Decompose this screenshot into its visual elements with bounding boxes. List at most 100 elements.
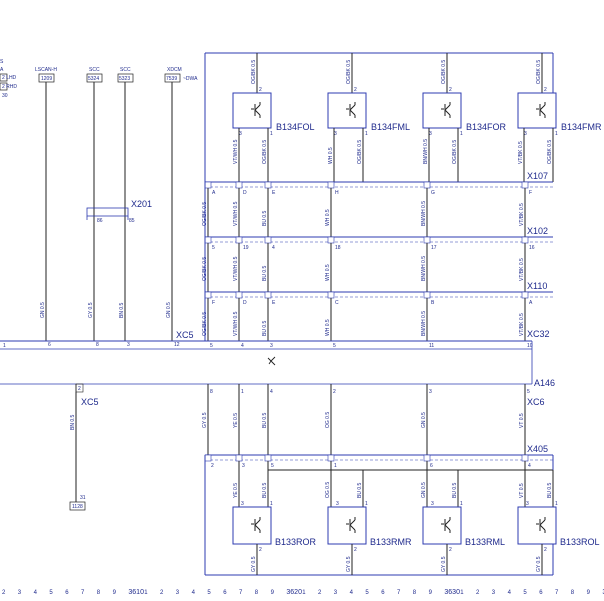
signal-header-scc-a: SCC 5324 GY 0.5 8 [86,67,103,348]
wire-label: BN 0.5 [119,302,125,318]
pin-label: E [272,300,276,306]
xc5-bottom-pin: 2 [78,386,81,392]
pin-label: 4 [272,245,275,251]
ruler-mark: 8 [255,590,259,596]
pin-label: 2 [354,547,357,553]
wire-label: VT/BK 0.5 [519,313,525,336]
top-left-notes: S A 2 LHD 2 RHD 30 [0,59,17,99]
wire-label: OG/BK 0.5 [452,140,458,164]
signal-header-xdcm: XDCM 7539 ~DWA GN 0.5 12 [164,67,198,348]
pin-label: F [529,190,532,196]
pin-label: D [243,190,247,196]
ruler-mark: 9 [113,590,117,596]
ruler-mark: 4 [34,590,38,596]
ruler-mark: 3610 [128,589,144,596]
wire-label: OG/BK 0.5 [346,60,352,84]
ruler-mark: 2 [2,590,6,596]
signal-name: XDCM [167,67,182,73]
wire-label: VT/WH 0.5 [233,139,239,164]
pin-label: 2 [544,87,547,93]
sensor-symbol [251,102,261,118]
pin-label: 1 [460,501,463,507]
pin-label: 1 [270,131,273,137]
sensor-name: B133ROL [560,537,600,547]
sensor-name: B134FML [371,122,410,132]
sensor-symbol [346,517,356,533]
pin-label: 3 [431,501,434,507]
ruler-mark: 3620 [286,589,302,596]
xc32-pin-label: 5 [210,343,213,349]
xc6-pin-label: 5 [527,389,530,395]
pin-label: 1 [270,501,273,507]
ruler-mark: 2 [476,590,480,596]
pin-label: H [335,190,339,196]
wire-label: VT/BK 0.5 [519,203,525,226]
sensor-symbol [251,517,261,533]
splice-x201: X201 86 85 [86,199,152,224]
wire-label: BU 0.5 [262,320,268,336]
wire-label: OG/BK 0.5 [357,140,363,164]
sensor-name: B134FOL [276,122,315,132]
pin-label: D [243,300,247,306]
pin-label: 3 [334,131,337,137]
xc5-bottom-end-id: 1128 [72,504,83,510]
signal-name: LSCAN-H [35,67,57,73]
pin-label: 3 [429,131,432,137]
sensor-symbol [346,102,356,118]
ruler-mark: 3 [334,590,338,596]
wire-label: BN/WH 0.5 [421,311,427,336]
x405-pin-label: 4 [528,463,531,469]
signal-id: 1209 [41,76,52,82]
pin-label: 12 [174,342,180,348]
ruler-mark: 4 [350,590,354,596]
xc6-pin-label: 1 [241,389,244,395]
wire-label: BN/WH 0.5 [421,201,427,226]
signal-header-lscan: LSCAN-H 1209 GN 0.5 6 [35,67,57,348]
xc6-label: XC6 [527,397,545,407]
wire-label: GY 0.5 [251,556,257,572]
ruler-mark: 3630 [444,589,460,596]
ruler-mark: 9 [587,590,591,596]
pin-label: 19 [243,245,249,251]
wire-label: BU 0.5 [262,482,268,498]
wire-label: BN/WH 0.5 [421,256,427,281]
xc32-pin-label: 4 [241,343,244,349]
wire-label: GN 0.5 [40,302,46,318]
x405-pin-label: 2 [211,463,214,469]
ruler-mark: 5 [523,590,527,596]
ruler-mark: 4 [508,590,512,596]
pin-label: 1 [555,501,558,507]
wire-label: OG 0.5 [325,412,331,428]
wire-label: BU 0.5 [357,482,363,498]
ruler-mark: 6 [65,590,69,596]
pin-label: 3 [241,501,244,507]
wire-label: GY 0.5 [346,556,352,572]
pin-label: 2 [449,547,452,553]
pin-label: A [212,190,216,196]
ruler-mark: 5 [207,590,211,596]
pin-label: 1 [460,131,463,137]
signal-name: SCC [120,67,131,73]
wire-label: VT 0.5 [519,483,525,498]
pin-label: 6 [48,342,51,348]
xc6-pin-label: 3 [429,389,432,395]
xc32-label: XC32 [527,329,550,339]
xc32-pin-label: 11 [429,343,434,349]
x405-pin-label: 6 [430,463,433,469]
ruler-mark: 4 [192,590,196,596]
wire-label: GN 0.5 [421,482,427,498]
xc5-top-label: XC5 [176,330,194,340]
wire-label: WH 0.5 [325,319,331,336]
xc6-pin-label: 4 [270,389,273,395]
pin-label: F [212,300,215,306]
xc5-bottom-label: XC5 [81,397,99,407]
